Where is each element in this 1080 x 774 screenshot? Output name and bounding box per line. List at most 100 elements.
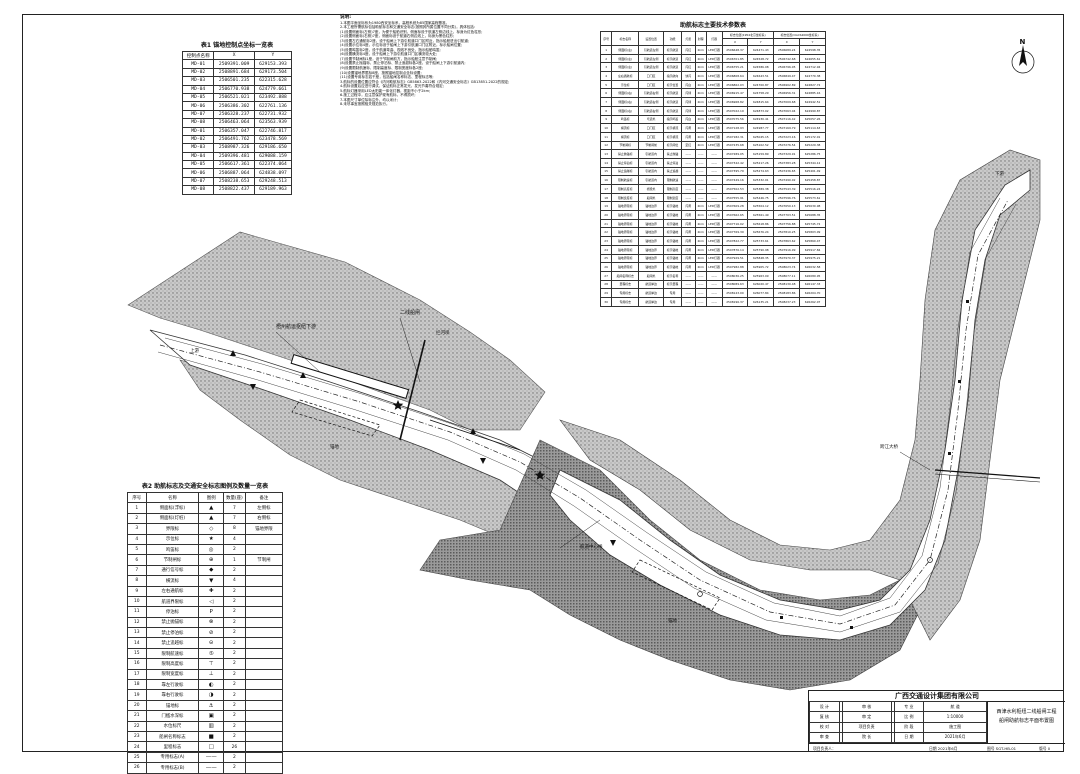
params-cell: 标示航道 — [663, 105, 682, 116]
params-cell: —— — [705, 279, 723, 290]
params-cell: 2506862.03 — [721, 79, 749, 90]
params-cell: 625045.15 — [747, 131, 775, 142]
control-cell: 2508822.437 — [213, 185, 255, 195]
params-title: 助航标志主要技术参数表 — [679, 22, 746, 29]
params-cell: 30 — [599, 296, 613, 307]
mileage-mark-icon — [958, 380, 961, 383]
legend-cell: 22 — [127, 720, 147, 733]
params-cell: 2507822.77 — [721, 236, 749, 246]
params-cell: 限制宽度标 — [611, 192, 640, 203]
params-cell: 锚地界限标 — [611, 262, 640, 272]
params-cell: 锚地边界 — [638, 218, 664, 229]
params-cell: —— — [694, 175, 707, 185]
params-cell: 节制闸前 — [638, 140, 664, 151]
params-cell: 28 — [599, 279, 613, 290]
params-cell: 标示航道 — [663, 97, 682, 107]
legend-cell: 19 — [127, 689, 147, 701]
params-cell: 禁止停泊标 — [611, 157, 640, 168]
legend-cell: 17 — [127, 668, 147, 681]
params-cell: 闪黄 — [681, 227, 696, 238]
params-cell: 2508077.11 — [773, 270, 801, 281]
control-cell: 624779.661 — [253, 84, 293, 94]
control-header: 控制点名称 — [181, 50, 215, 61]
params-cell: 624827.72 — [799, 79, 826, 90]
params-cell: —— — [681, 175, 696, 185]
control-cell: 2506328.237 — [213, 109, 255, 120]
footer-sheet: 版号 0 — [1039, 746, 1051, 751]
params-cell: 鸣笛标 — [611, 114, 640, 125]
params-cell: —— — [705, 288, 723, 298]
params-cell: 2km — [694, 236, 707, 246]
params-cell: 2507436.65 — [773, 166, 801, 177]
params-cell: 闪红 — [681, 45, 696, 55]
params-cell: 标示横流 — [663, 123, 682, 133]
legend-cell: ▲ — [198, 512, 225, 525]
legend-cell: 7 — [223, 502, 246, 514]
legend-cell: 24 — [127, 741, 147, 753]
params-cell: 626077.84 — [747, 288, 775, 298]
control-cell: MD-08 — [181, 185, 215, 195]
params-cell: 引航道内 — [638, 157, 664, 168]
params-cell: 2km — [694, 97, 707, 107]
params-cell: LED灯器 — [705, 45, 723, 55]
params-cell: 2507009.68 — [773, 97, 801, 107]
params-cell: 闪黄 — [681, 131, 696, 142]
params-cell: 限制宽度 — [663, 192, 682, 203]
params-cell: 引航道内 — [638, 166, 664, 177]
control-cell: 622761.136 — [253, 101, 293, 111]
params-cell: 624885.16 — [799, 88, 826, 99]
params-cell: LED灯器 — [705, 62, 723, 73]
params-cell: —— — [681, 288, 696, 298]
params-cell: 闪绿 — [681, 88, 696, 99]
control-cell: 629173.504 — [253, 67, 293, 78]
params-cell: 标示名称 — [663, 270, 682, 281]
params-cell: 2km — [694, 131, 707, 142]
params-cell: 侧面标(右) — [611, 97, 640, 107]
params-cell: 引航道右侧 — [638, 105, 664, 116]
signature-row: 校 对项目负责阶 段施工图 — [809, 721, 987, 733]
legend-cell: 2 — [223, 679, 246, 691]
control-cell: MD-07 — [181, 109, 215, 120]
params-cell: 625848.35 — [747, 253, 775, 264]
legend-cell — [244, 699, 284, 712]
params-cell: 625172.01 — [799, 131, 826, 142]
map-label-anchorage-a: 锚地 — [330, 443, 339, 450]
legend-cell: 2 — [223, 689, 246, 701]
legend-cell: 锚地标 — [145, 699, 200, 712]
params-cell: 2km — [694, 227, 707, 238]
params-cell: 624815.64 — [747, 97, 775, 107]
params-cell: 侧面标(左) — [611, 53, 640, 64]
legend-cell: 1 — [127, 502, 147, 514]
params-cell: 625229.38 — [799, 140, 826, 151]
drawing-frame — [22, 14, 1064, 752]
params-cell: 625332.01 — [747, 175, 775, 185]
note-line: 8.未尽事宜按照相关规范执行。 — [340, 102, 390, 107]
params-cell: —— — [705, 270, 723, 281]
params-cell: 19 — [599, 201, 613, 212]
signature-cell: 设 计 — [809, 700, 840, 713]
params-cell: 2506796.05 — [773, 62, 801, 73]
params-cell: 船闸名称标志 — [611, 270, 640, 281]
legend-cell: 21 — [127, 710, 147, 722]
params-cell: 禁止抛锚 — [663, 149, 682, 159]
legend-cell: 23 — [127, 730, 147, 743]
control-cell: MD-01 — [181, 59, 215, 69]
params-cell: —— — [705, 149, 723, 159]
params-cell: 锚地边界 — [638, 244, 664, 255]
dam-axis — [399, 339, 426, 441]
params-cell: —— — [694, 157, 707, 168]
params-cell: 标示航道 — [663, 45, 682, 55]
params-cell: LED灯器 — [705, 53, 723, 64]
params-cell: LED灯器 — [705, 253, 723, 264]
legend-cell: 25 — [127, 751, 147, 764]
params-header: 功能 — [663, 31, 682, 46]
